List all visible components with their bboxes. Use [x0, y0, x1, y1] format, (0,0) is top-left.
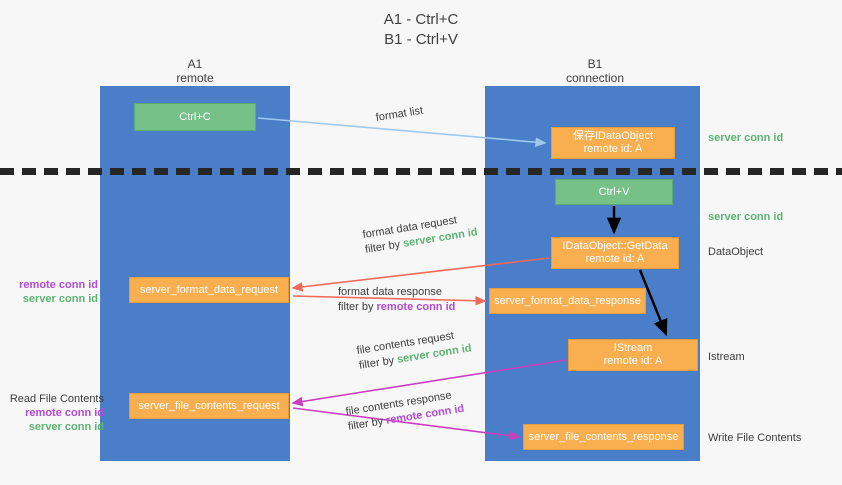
box-idataobject-getdata[interactable]: IDataObject::GetData remote id: A — [551, 237, 679, 269]
box-file-contents-response-label: server_file_contents_response — [528, 430, 679, 443]
annotation-remote-conn-id-1: remote conn id — [19, 279, 98, 291]
box-istream[interactable]: IStream remote id: A — [568, 339, 698, 371]
page-title: A1 - Ctrl+C B1 - Ctrl+V — [0, 10, 842, 50]
box-ctrl-v[interactable]: Ctrl+V — [555, 179, 673, 205]
lane-header-b1: B1 connection — [540, 57, 650, 85]
connector-label-file-contents-response: file contents response filter by remote … — [345, 387, 466, 435]
connector-label-format-list: format list — [375, 104, 424, 126]
annotation-write-file-contents: Write File Contents — [708, 432, 802, 444]
box-ctrl-c[interactable]: Ctrl+C — [134, 103, 256, 131]
box-server-file-contents-response[interactable]: server_file_contents_response — [523, 424, 684, 450]
lane-b1-name: B1 — [587, 57, 603, 71]
title-line-2: B1 - Ctrl+V — [384, 31, 458, 48]
format-list-text: format list — [374, 104, 424, 124]
connector-label-file-contents-request: file contents request filter by server c… — [356, 326, 473, 373]
phase-divider — [0, 168, 842, 175]
title-line-1: A1 - Ctrl+C — [383, 11, 459, 28]
box-server-format-data-response[interactable]: server_format_data_response — [489, 288, 646, 314]
box-file-contents-request-label: server_file_contents_request — [138, 399, 280, 412]
box-istream-line2: remote id: A — [603, 355, 663, 367]
box-server-format-data-request[interactable]: server_format_data_request — [129, 277, 289, 303]
connector-label-format-data-request: format data request filter by server con… — [362, 210, 479, 257]
box-format-data-response-label: server_format_data_response — [494, 294, 641, 307]
box-getdata-line2: remote id: A — [585, 253, 645, 265]
annotation-server-conn-id-1: server conn id — [22, 293, 98, 305]
annotation-server-conn-id-2: server conn id — [28, 421, 104, 433]
annotation-server-conn-id-mid: server conn id — [708, 211, 784, 223]
annotation-server-conn-id-top: server conn id — [708, 132, 784, 144]
box-getdata-line1: IDataObject::GetData — [562, 240, 668, 252]
connector-label-format-data-response: format data response filter by remote co… — [338, 285, 455, 315]
lane-a1-name: A1 — [187, 57, 203, 71]
box-idataobject-line1: 保存IDataObject — [572, 130, 654, 142]
annotation-conn-ids-format: remote conn id server conn id — [8, 278, 98, 306]
annotation-read-file-contents-header: Read File Contents — [9, 393, 104, 405]
annotation-remote-conn-id-2: remote conn id — [25, 407, 104, 419]
lane-b1-sub: connection — [565, 71, 625, 85]
annotation-dataobject: DataObject — [708, 246, 764, 258]
format-data-response-filter-value: remote conn id — [376, 301, 456, 313]
annotation-istream: Istream — [708, 351, 745, 363]
box-idataobject-line2: remote id: A — [583, 143, 643, 155]
format-data-response-filter-prefix: filter by — [338, 301, 377, 313]
lane-a1-sub: remote — [176, 71, 214, 85]
format-data-response-text: format data response — [338, 286, 442, 298]
box-ctrl-v-label: Ctrl+V — [598, 185, 630, 198]
box-idataobject[interactable]: 保存IDataObject remote id: A — [551, 127, 675, 159]
annotation-read-file-contents: Read File Contents remote conn id server… — [8, 392, 104, 434]
box-server-file-contents-request[interactable]: server_file_contents_request — [129, 393, 289, 419]
box-istream-line1: IStream — [613, 342, 653, 354]
box-ctrl-c-label: Ctrl+C — [179, 110, 211, 123]
lane-header-a1: A1 remote — [140, 57, 250, 85]
box-format-data-request-label: server_format_data_request — [139, 283, 279, 296]
